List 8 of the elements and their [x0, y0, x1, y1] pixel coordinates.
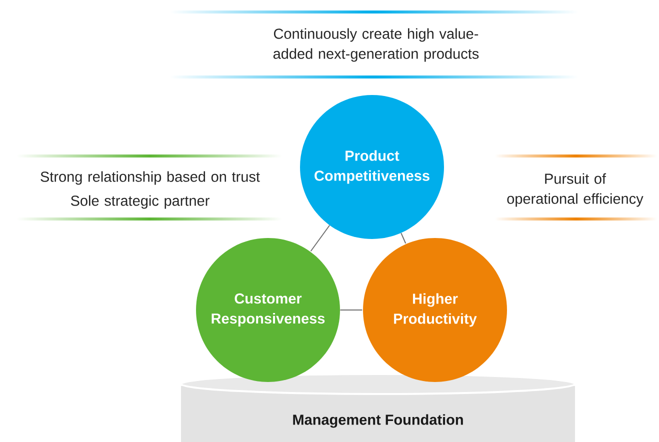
note-text: Pursuit of operational efficiency — [507, 173, 644, 207]
note-text: Strong relationship based on trust — [40, 171, 260, 185]
platform: Management Foundation — [180, 372, 576, 442]
note-text: Continuously create high value-added next-generation products — [273, 28, 479, 62]
connector-line — [340, 309, 363, 310]
connector-line — [400, 232, 406, 244]
note-text: Sole strategic partner — [70, 195, 210, 209]
connector-line — [310, 224, 330, 252]
